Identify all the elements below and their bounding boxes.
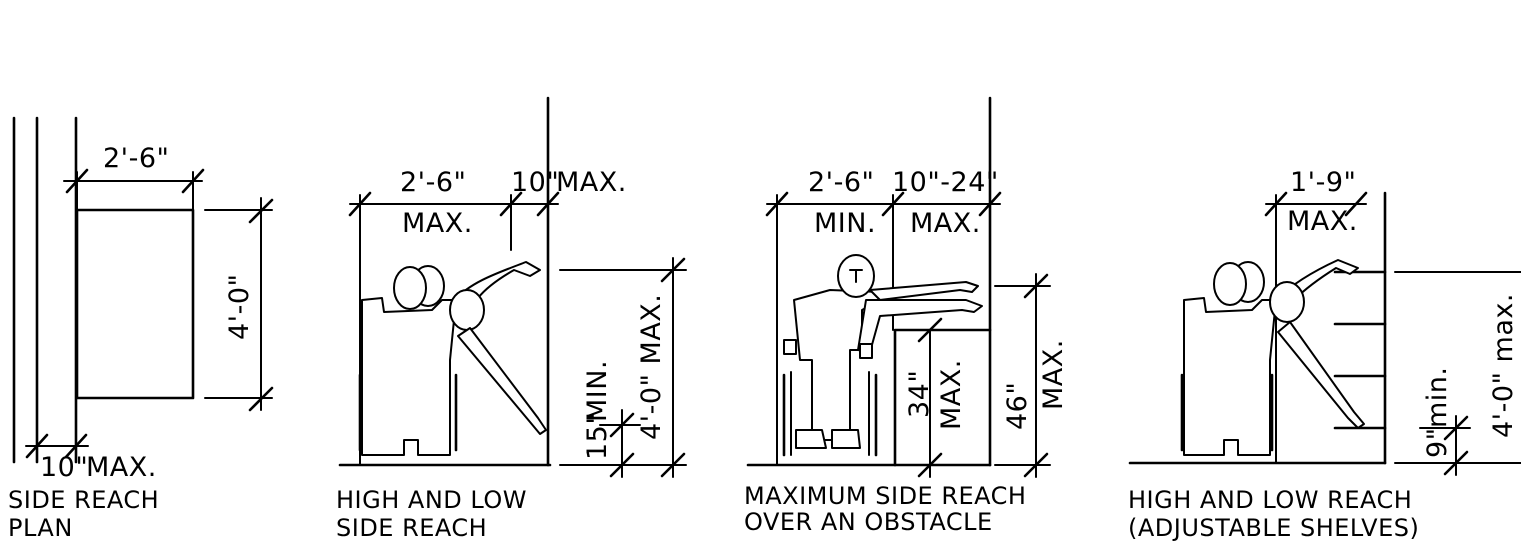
dimension-note: MAX. bbox=[402, 208, 473, 239]
dimension-note: MAX. bbox=[1038, 339, 1069, 410]
dimension-note: min. bbox=[1422, 367, 1453, 429]
dimension-label: 2'-6" bbox=[103, 143, 169, 174]
dimension-note: MAX. bbox=[1287, 206, 1358, 237]
dimension-width: 2'-6" MAX. 10" MAX. bbox=[348, 167, 627, 239]
dimension-top: 2'-6" MIN. 10"-24" MAX. bbox=[765, 167, 1002, 239]
panel-caption: SIDE REACH bbox=[8, 486, 159, 514]
dimension-note: MIN. bbox=[582, 360, 613, 422]
wheelchair-user-figure bbox=[782, 254, 983, 457]
panel-caption: HIGH AND LOW bbox=[336, 486, 527, 514]
dimension-depth: 4'-0" bbox=[204, 197, 274, 412]
dimension-note: MAX. bbox=[910, 208, 981, 239]
dimension-label: 9" bbox=[1422, 427, 1453, 458]
dimension-note: MAX. bbox=[86, 452, 157, 483]
dimension-note: MAX. bbox=[556, 167, 627, 198]
panel-high-low-side-reach: 2'-6" MAX. 10" MAX. bbox=[336, 96, 687, 542]
dimension-label: 10" bbox=[511, 167, 559, 198]
dimension-label: 4'-0" max. bbox=[1488, 293, 1519, 438]
panel-side-reach-over-obstacle: 2'-6" MIN. 10"-24" MAX. bbox=[744, 96, 1069, 536]
dimension-label: 10" bbox=[40, 452, 88, 483]
panel-adjustable-shelves: 1'-9" MAX. 9" min. 4'-0" max. HI bbox=[1128, 167, 1521, 542]
dimension-label: 10"-24" bbox=[892, 167, 999, 198]
dimension-label: 4'-0" bbox=[224, 274, 255, 340]
dimension-label: 4'-0" MAX. bbox=[636, 294, 667, 440]
panel-side-reach-plan: 2'-6" 4'-0" 10" MAX. SIDE REACH PLAN bbox=[8, 116, 274, 542]
dimension-heights: 34" MAX. 46" MAX. bbox=[904, 273, 1069, 478]
panel-caption: MAXIMUM SIDE REACH bbox=[744, 482, 1026, 510]
panel-caption: OVER AN OBSTACLE bbox=[744, 508, 993, 536]
panel-caption: PLAN bbox=[8, 514, 73, 542]
dimension-label: 1'-9" bbox=[1290, 167, 1356, 198]
wheelchair-user-figure bbox=[358, 261, 547, 456]
dimension-offset: 10" MAX. bbox=[25, 433, 157, 483]
panel-caption: SIDE REACH bbox=[336, 514, 487, 542]
obstacle-counter bbox=[893, 328, 992, 467]
wheelchair-user-figure bbox=[1180, 259, 1365, 456]
dimension-heights: 9" min. 4'-0" max. bbox=[1394, 271, 1521, 476]
dimension-width: 2'-6" bbox=[63, 143, 205, 211]
dimension-note: MIN. bbox=[814, 208, 876, 239]
dimension-heights: 4'-0" MAX. 15" MIN. bbox=[559, 257, 687, 478]
dimension-label: 46" bbox=[1002, 382, 1033, 430]
panel-caption: (ADJUSTABLE SHELVES) bbox=[1128, 514, 1419, 542]
panel-caption: HIGH AND LOW REACH bbox=[1128, 486, 1412, 514]
dimension-width: 1'-9" MAX. bbox=[1264, 167, 1368, 237]
dimension-note: MAX. bbox=[936, 359, 967, 430]
dimension-label: 2'-6" bbox=[808, 167, 874, 198]
clear-floor-space bbox=[75, 208, 195, 400]
dimension-label: 34" bbox=[904, 370, 935, 418]
dimension-label: 15" bbox=[582, 412, 613, 460]
dimension-label: 2'-6" bbox=[400, 167, 466, 198]
